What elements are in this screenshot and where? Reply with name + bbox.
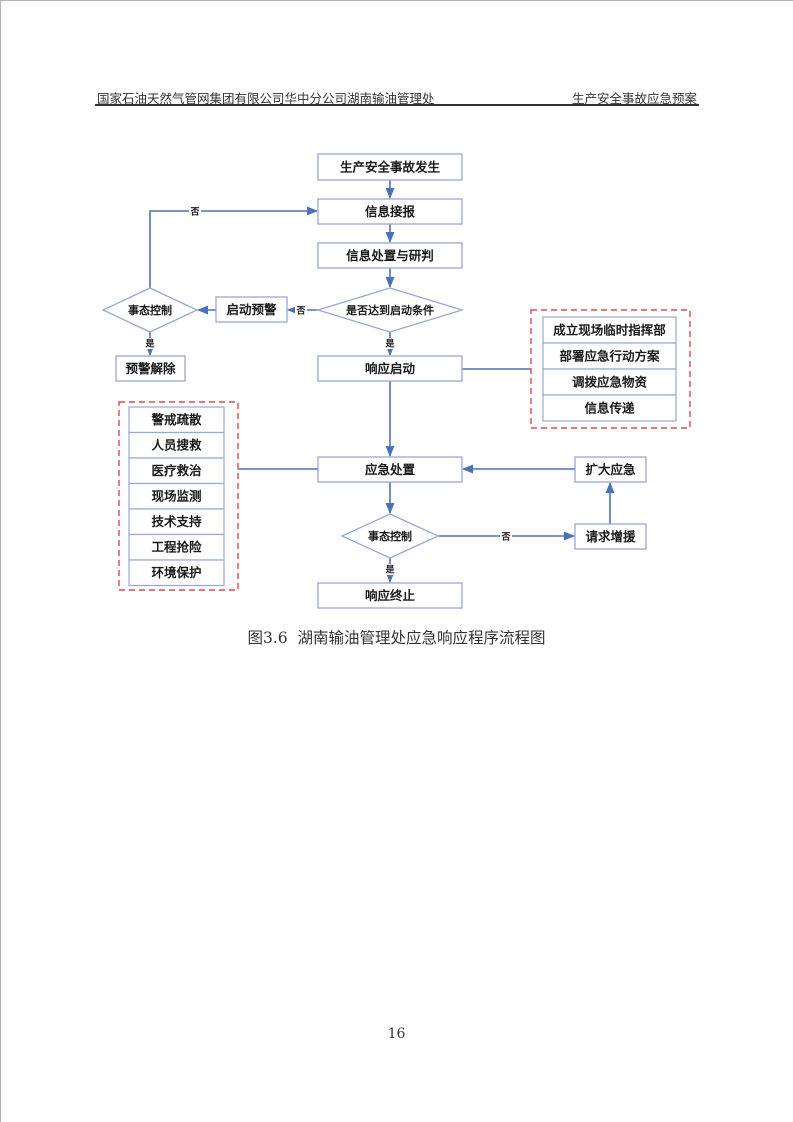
node-response-end-box [317,582,463,609]
decision-control-left-label: 事态控制 [128,303,172,317]
node-emergency-handling: 应急处置 [365,462,416,477]
left-group-item: 人员搜救 [151,438,202,453]
right-group-item: 部署应急行动方案 [559,349,660,364]
page-number: 16 [387,1026,406,1042]
right-group-item: 调拨应急物资 [572,375,648,390]
left-group-item: 环境保护 [151,565,201,580]
edge-label-yes-bottom: 是 [384,565,395,576]
node-accident-box [317,153,463,181]
left-group-item: 警戒疏散 [150,412,202,427]
node-analysis-box [317,242,463,269]
right-group-item: 成立现场临时指挥部 [553,323,666,338]
edge-label-yes-left: 是 [144,339,155,350]
decision-start-label: 是否达到启动条件 [345,303,434,317]
node-warning-lift-box [115,355,186,382]
node-warning-lift: 预警解除 [125,361,176,376]
decision-control-bottom-label: 事态控制 [368,529,412,543]
left-group-item: 医疗救治 [151,463,202,478]
node-analysis: 信息处置与研判 [346,248,434,263]
right-group-item: 信息传递 [584,401,635,416]
decision-control-left-diamond [101,287,199,333]
decision-control-bottom-diamond [340,513,440,559]
node-response-start: 响应启动 [365,361,416,376]
edge-label-no-decision: 否 [295,306,305,317]
page-edge-top [0,0,793,1]
node-expand-box [574,456,647,483]
node-expand: 扩大应急 [585,462,636,477]
decision-start-diamond [315,287,465,333]
figure-caption: 图3.6 湖南输油管理处应急响应程序流程图 [247,629,546,647]
node-accident: 生产安全事故发生 [340,160,441,175]
right-action-group: 成立现场临时指挥部 部署应急行动方案 调拨应急物资 信息传递 [530,309,691,429]
header-document-title: 生产安全事故应急预案 [571,91,697,106]
node-report: 信息接报 [365,204,416,219]
node-response-end: 响应终止 [365,588,416,603]
node-warning: 启动预警 [226,302,277,317]
node-emergency-handling-box [317,456,463,483]
node-request-support: 请求增援 [585,529,636,544]
node-report-box [317,198,463,225]
left-group-item: 工程抢险 [151,540,202,555]
header-organization: 国家石油天然气管网集团有限公司华中分公司湖南输油管理处 [97,91,435,106]
header-rule [95,104,699,106]
edge-control-no-to-report [149,206,319,288]
left-action-group: 警戒疏散 人员搜救 医疗救治 现场监测 技术支持 工程抢险 环境保护 [118,401,239,591]
left-group-item: 现场监测 [151,489,201,504]
node-response-start-box [317,355,463,382]
page-edge-left [0,0,1,1122]
node-warning-box [215,296,288,323]
edge-label-no-top: 否 [189,207,199,218]
edge-label-yes-decision: 是 [384,339,395,350]
node-request-support-box [574,523,647,550]
edge-label-no-bottom: 否 [500,532,510,543]
left-group-item: 技术支持 [151,514,202,529]
